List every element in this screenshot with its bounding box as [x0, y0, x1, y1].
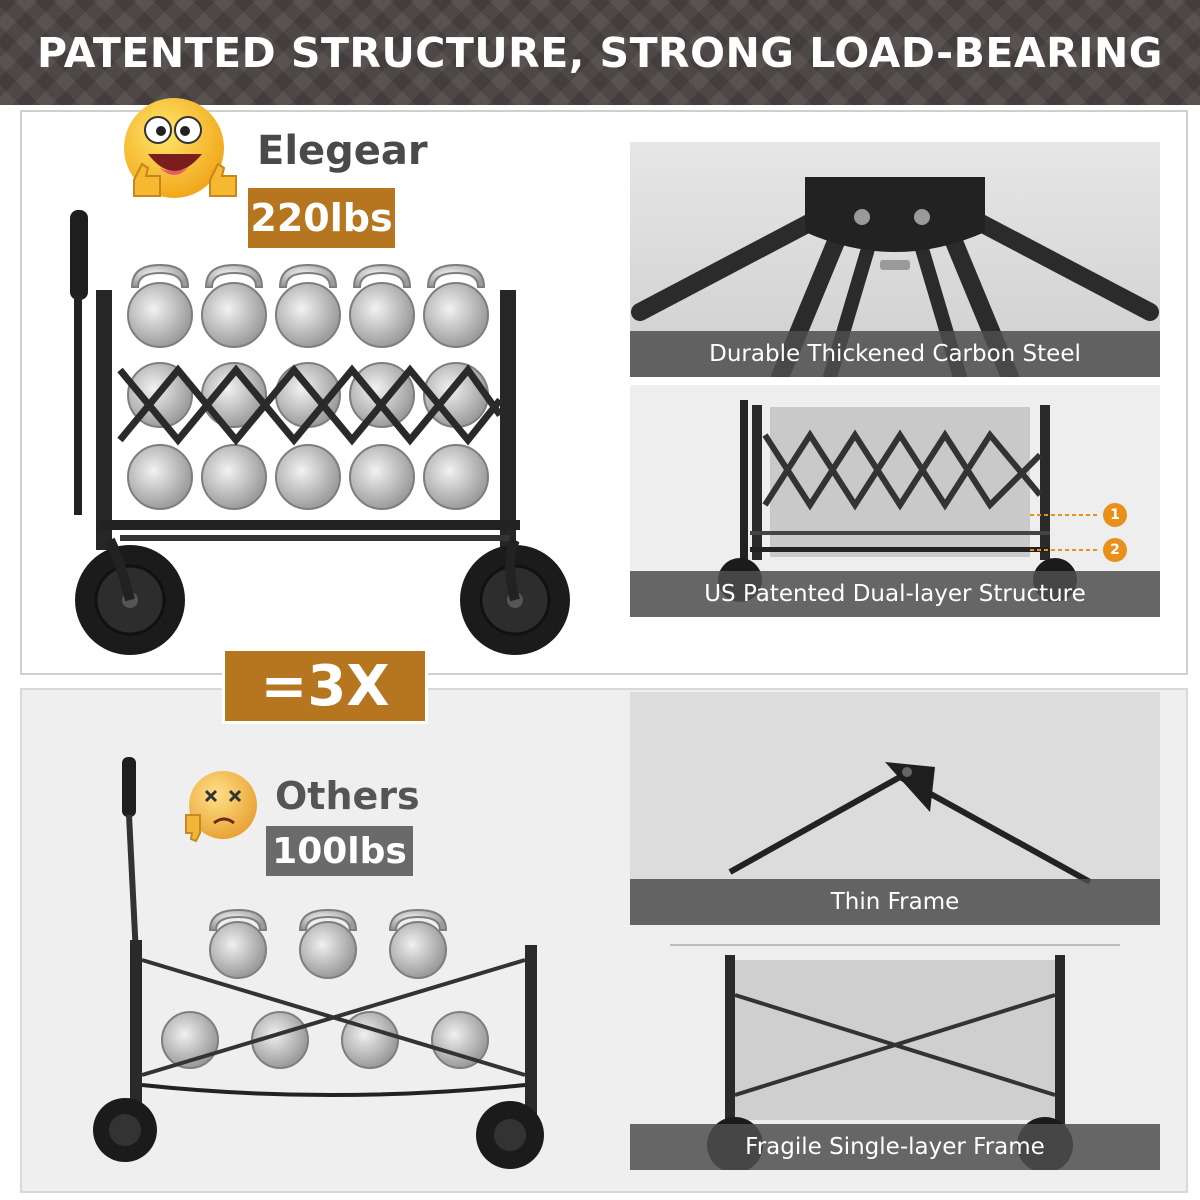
elegear-brand-label: Elegear — [257, 128, 428, 174]
marker-1: 1 — [1103, 503, 1127, 527]
thin-frame-joint-image — [728, 762, 1092, 885]
photo-caption: Thin Frame — [630, 879, 1160, 925]
elegear-capacity-badge: 220lbs — [248, 188, 395, 248]
photo-caption: Durable Thickened Carbon Steel — [630, 331, 1160, 377]
photo-caption: Fragile Single-layer Frame — [630, 1124, 1160, 1170]
dual-layer-photo: 1 2 US Patented Dual-layer Structure — [630, 385, 1160, 617]
marker-2: 2 — [1103, 538, 1127, 562]
happy-thumbs-up-emoji — [124, 98, 237, 198]
thin-frame-photo: Thin Frame — [630, 692, 1160, 925]
page-title: PATENTED STRUCTURE, STRONG LOAD-BEARING — [37, 28, 1163, 77]
comparison-ratio-badge: =3X — [222, 648, 428, 724]
photo-caption: US Patented Dual-layer Structure — [630, 571, 1160, 617]
carbon-steel-photo: Durable Thickened Carbon Steel — [630, 142, 1160, 377]
others-brand-label: Others — [275, 774, 420, 818]
dizzy-thumbs-down-emoji — [185, 771, 257, 843]
single-layer-photo: Fragile Single-layer Frame — [630, 935, 1160, 1170]
carbon-steel-joint-image — [631, 177, 1159, 377]
others-wagon-image — [93, 757, 544, 1169]
others-capacity-badge: 100lbs — [266, 826, 413, 876]
elegear-wagon-image — [70, 210, 570, 655]
header-banner: PATENTED STRUCTURE, STRONG LOAD-BEARING — [0, 0, 1200, 105]
